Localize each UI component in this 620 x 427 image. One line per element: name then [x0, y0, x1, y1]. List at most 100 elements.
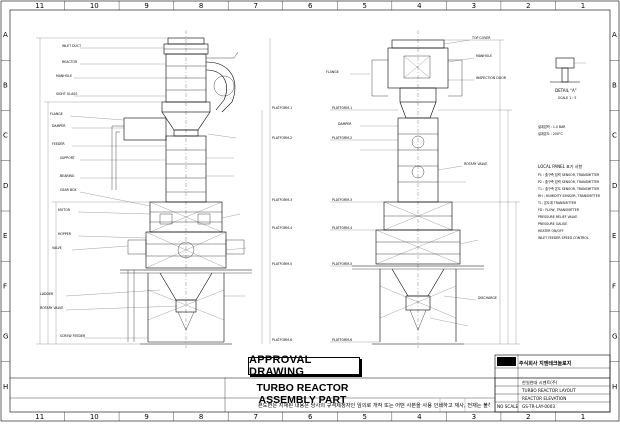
platform-labels-left: PLATFORM-1PLATFORM-2PLATFORM-3PLATFORM-4…: [272, 106, 292, 342]
grid-top-label: 2: [526, 2, 530, 10]
callout-label: REACTOR: [62, 60, 78, 64]
callout-label: DISCHARGE: [478, 296, 497, 300]
inner-border: [9, 9, 611, 413]
platform-label: PLATFORM-4: [332, 226, 352, 230]
title-block-name: TURBO REACTOR LAYOUT: [522, 388, 576, 393]
grid-top-label: 4: [417, 2, 422, 10]
grid-left-label: H: [3, 383, 8, 391]
callout-label: GEAR BOX: [60, 188, 77, 192]
callout-label: LADDER: [40, 292, 54, 296]
grid-bottom-label: 6: [308, 413, 313, 421]
platform-label: PLATFORM-1: [272, 106, 292, 110]
right-elevation: [185, 30, 520, 348]
callout-label: FEEDER: [52, 142, 65, 146]
grid-bottom-label: 10: [90, 413, 99, 421]
legend-item: PRESSURE GAUGE: [538, 222, 567, 226]
grid-top-label: 3: [472, 2, 476, 10]
platform-label: PLATFORM-1: [332, 106, 352, 110]
callout-label: ROTARY VALVE: [464, 162, 487, 166]
legend-title: LOCAL PANEL 표기 사항: [538, 163, 582, 169]
callout-label: FLANGE: [50, 112, 63, 116]
grid-top-label: 5: [363, 2, 367, 10]
legend-item: P2 : 출구측 압력 SENSOR, TRANSMITTER: [538, 179, 600, 184]
platform-label: PLATFORM-2: [272, 136, 292, 140]
legend-item: FD : FLOW, TRANSMITTER: [538, 208, 580, 212]
grid-right-label: H: [612, 383, 617, 391]
grid-top-label: 6: [308, 2, 313, 10]
callout-label: MOTOR: [58, 208, 71, 212]
grid-right-label: E: [612, 232, 616, 240]
grid-top-label: 10: [90, 2, 99, 10]
title-block-sub: REACTOR ELEVATION: [522, 396, 567, 401]
platform-label: PLATFORM-5: [272, 262, 292, 266]
grid-bottom-label: 7: [253, 413, 257, 421]
grid-right-label: A: [612, 31, 617, 39]
callout-label: SCREW FEEDER: [60, 334, 86, 338]
grid-bottom-label: 3: [472, 413, 476, 421]
callout-label: DAMPER: [52, 124, 66, 128]
legend-item: TI : 온도계 TRANSMITTER: [537, 200, 577, 205]
grid-right-label: D: [612, 182, 617, 190]
grid-bottom-label: 8: [199, 413, 203, 421]
platform-label: PLATFORM-5: [332, 262, 352, 266]
spec-line-1: 설계압력 : 1.0 BAR: [538, 124, 566, 129]
grid-left-label: G: [3, 333, 8, 341]
grid-right-label: C: [612, 132, 617, 140]
detail-label: DETAIL "A": [555, 88, 577, 93]
grid-left-label: E: [3, 232, 7, 240]
grid-bottom-label: 4: [417, 413, 422, 421]
callout-label: BEARING: [60, 174, 75, 178]
callout-label: ROTARY VALVE: [40, 306, 63, 310]
callout-label: INLET DUCT: [62, 44, 81, 48]
platform-label: PLATFORM-6: [272, 338, 292, 342]
legend-item: T1 : 출구측 온도 SENSOR, TRANSMITTER: [537, 186, 600, 191]
callout-label: MANHOLE: [56, 74, 72, 78]
grid-top-label: 7: [253, 2, 257, 10]
legend: P1 : 출구측 압력 SENSOR, TRANSMITTER P2 : 출구측 …: [537, 172, 601, 240]
legend-item: RH : HUMIDITY SENSOR, TRANSMITTER: [538, 194, 601, 198]
callout-label: INSPECTION DOOR: [476, 76, 507, 80]
grid-right-label: F: [612, 282, 616, 290]
approval-stamp: APPROVAL DRAWING: [248, 354, 360, 378]
title-block-company: 주식회사 지엔테크놀로지: [519, 361, 572, 367]
detail-scale: SCALE 1 : 5: [558, 96, 576, 100]
grid-bottom-label: 11: [35, 413, 44, 421]
grid-top-label: 8: [199, 2, 203, 10]
grid-bottom-label: 9: [144, 413, 148, 421]
grid-left-label: A: [3, 31, 8, 39]
title-block-dwg-no: GS-TR-LAY-0003: [522, 404, 556, 409]
title-block-project: 한일현대 시멘트(주): [522, 380, 558, 385]
grid-top-label: 9: [144, 2, 148, 10]
detail-a: [550, 57, 586, 83]
legend-item: HEATER ON/OFF: [538, 229, 564, 233]
platform-label: PLATFORM-3: [272, 198, 292, 202]
grid-left-label: D: [3, 182, 8, 190]
grid-bottom-label: 2: [526, 413, 530, 421]
callout-label: TOP COVER: [471, 36, 491, 40]
grid-bottom-label: 1: [581, 413, 585, 421]
callout-label: VALVE: [52, 246, 62, 250]
callouts-left: INLET DUCT REACTOR MANHOLE SIGHT GLASS FLANG…: [40, 44, 86, 338]
drawing-note: 본도면은 지재된 내용은 당사의 규격제정자인 임의로 개작 또는 어떤 사본을…: [258, 403, 490, 409]
grid-right-label: G: [612, 333, 617, 341]
title-block-scale: NO SCALE: [497, 404, 519, 409]
platform-label: PLATFORM-3: [332, 198, 352, 202]
legend-item: P1 : 출구측 압력 SENSOR, TRANSMITTER: [538, 172, 600, 177]
drawing-title: TURBO REACTOR ASSEMBLY PART: [256, 382, 349, 406]
grid-right-label: B: [612, 81, 617, 89]
callout-label: SUPPORT: [60, 156, 75, 160]
callout-label: SIGHT GLASS: [56, 92, 77, 96]
callout-label: HOPPER: [58, 232, 72, 236]
grid-left-label: C: [3, 132, 8, 140]
callout-label: DAMPER: [338, 122, 352, 126]
legend-item: PRESSURE RELIEF VALVE: [538, 215, 577, 219]
grid-bottom: 11 10 9 8 7 6 5 4 3 2 1: [35, 412, 585, 421]
grid-bottom-label: 5: [363, 413, 367, 421]
title-block: [10, 354, 611, 413]
grid-top-label: 11: [35, 2, 44, 10]
spec-line-2: 설계온도 : 200°C: [538, 131, 564, 136]
